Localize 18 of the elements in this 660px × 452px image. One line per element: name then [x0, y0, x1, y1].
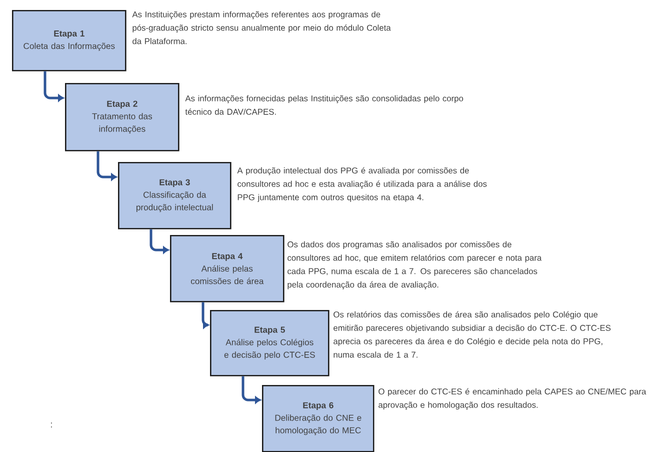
arrow [202, 302, 210, 329]
step-box: Etapa 3 Classificação da produção intelectual [118, 162, 232, 230]
step-box: Etapa 1 Coleta das Informações [12, 10, 126, 72]
description-text: As informações fornecidas pelas Instituições são consolidadas pelo corpo técnico da DAV/CAPES. [185, 95, 464, 115]
description-text: A produção intelectual dos PPG é avaliada por comissões de consultores ad hoc e esta avaliação é utilizada para a análise dos PPG juntamente com outros quesitos na etapa 4. [237, 167, 487, 202]
step-box: Etapa 2 Tratamento das informações [65, 83, 180, 152]
arrow [242, 376, 261, 404]
step-box: Etapa 5 Análise pelos Colégios e decisão pelo CTC-ES [210, 310, 330, 376]
step-box: Etapa 4 Análise pelas comissões de área [170, 235, 284, 302]
arrow [44, 71, 64, 102]
step-box: Etapa 6 Deliberação do CNE e homologação do MEC [262, 385, 374, 452]
description-text: O parecer do CTC-ES é encaminhado pela CAPES ao CNE/MEC para aprovação e homologação dos resultados. [378, 388, 646, 410]
arrow [96, 151, 117, 181]
arrow [150, 229, 169, 254]
description-text: As Instituições prestam informações referentes aos programas de pós-graduação stricto sensu anualmente por meio do módulo Coleta da Plataforma. [132, 11, 391, 44]
description-text: Os relatórios das comissões de área são analisados pelo Colégio que emitirão pareceres objetivando subsidiar a decisão do CTC-E. O CTC-ES aprecia os pareceres da área e do Colégio e decide pela nota do PPG, numa escala de 1 a 7. [334, 311, 611, 358]
note-text: : [51, 422, 52, 428]
description-text: Os dados dos programas são analisados por comissões de consultores ad hoc, que emitem relatórios com parecer e nota para cada PPG, numa escala de 1 a 7. Os pareceres são chancelados pela coordenação da área de avaliação. [288, 241, 542, 290]
